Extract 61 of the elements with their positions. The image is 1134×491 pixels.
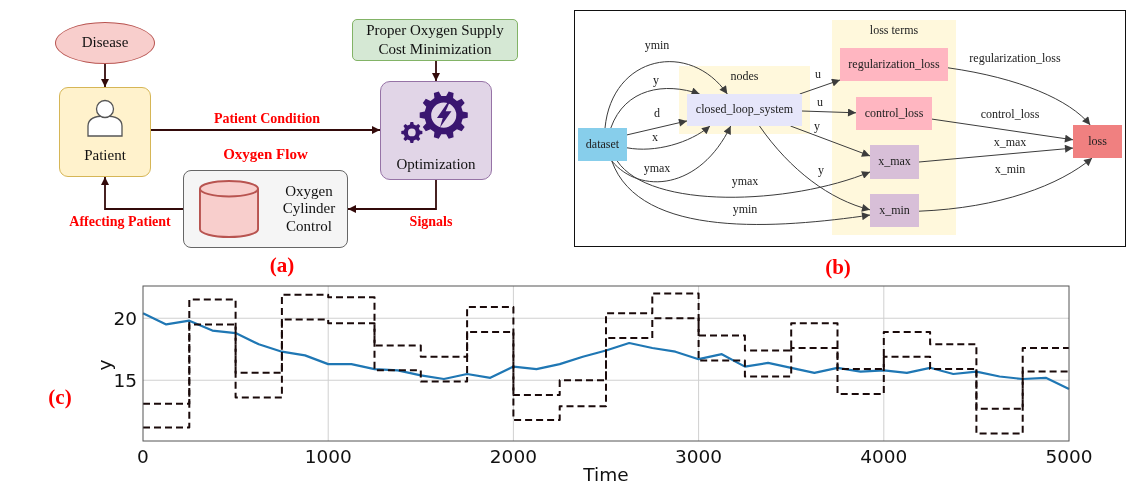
node-label: Oxygen Cylinder Control bbox=[281, 183, 337, 235]
panel-label: (a) bbox=[269, 254, 295, 278]
arrow bbox=[611, 160, 871, 225]
tick-label: 15 bbox=[113, 369, 137, 391]
tick-label: 3000 bbox=[675, 446, 723, 467]
arrow bbox=[611, 125, 732, 183]
arrow bbox=[790, 125, 871, 157]
edge-label: control_loss bbox=[978, 108, 1042, 122]
process-box: loss bbox=[1073, 125, 1122, 158]
tick-label: 0 bbox=[137, 446, 149, 467]
process-box: regularization_loss bbox=[840, 48, 948, 81]
cluster-title: loss terms bbox=[869, 24, 919, 38]
node-label: Optimization bbox=[396, 155, 476, 174]
edge-label: ymin bbox=[642, 39, 672, 53]
tick-label: 20 bbox=[113, 307, 137, 329]
edge-label: Signals bbox=[407, 214, 455, 230]
axis-title: y bbox=[94, 359, 115, 371]
edge-label: ymin bbox=[730, 203, 760, 217]
arrow bbox=[150, 126, 381, 134]
arrow bbox=[616, 160, 871, 198]
heading: Oxygen Flow bbox=[223, 146, 308, 164]
arrow bbox=[799, 78, 841, 95]
arrow bbox=[610, 87, 701, 129]
arrow bbox=[947, 67, 1091, 126]
cluster-title: nodes bbox=[730, 70, 759, 84]
panel-label: (b) bbox=[825, 256, 851, 280]
arrow bbox=[432, 60, 440, 82]
tick-label: 4000 bbox=[860, 446, 908, 467]
arrow bbox=[626, 125, 711, 150]
node-label: Patient bbox=[84, 147, 126, 165]
arrow bbox=[101, 176, 184, 210]
process-box bbox=[59, 87, 151, 177]
arrow bbox=[101, 63, 109, 88]
axis-title: Time bbox=[583, 464, 629, 485]
process-box: x_min bbox=[870, 194, 919, 227]
arrow bbox=[918, 144, 1074, 163]
cluster-box bbox=[832, 20, 956, 235]
process-box: x_max bbox=[870, 145, 919, 179]
process-box bbox=[380, 81, 492, 180]
cluster-box bbox=[679, 66, 810, 134]
arrow bbox=[918, 157, 1093, 212]
edge-label: Affecting Patient bbox=[67, 214, 173, 230]
node-label: Proper Oxygen Supply bbox=[366, 21, 504, 39]
arrow bbox=[604, 61, 728, 129]
ellipse-node: Disease bbox=[55, 22, 155, 64]
arrow bbox=[931, 118, 1074, 143]
panel-label: (c) bbox=[48, 386, 72, 410]
edge-label: regularization_loss bbox=[967, 52, 1063, 66]
process-box: closed_loop_system bbox=[687, 94, 802, 126]
tick-label: 5000 bbox=[1045, 446, 1093, 467]
node-label: Cost Minimization bbox=[378, 41, 492, 59]
tick-label: 2000 bbox=[489, 446, 537, 467]
process-box bbox=[352, 19, 518, 61]
process-box: control_loss bbox=[856, 97, 932, 130]
arrow bbox=[626, 118, 688, 136]
edge-label: x_min bbox=[992, 163, 1028, 177]
tick-label: 1000 bbox=[304, 446, 352, 467]
process-box: dataset bbox=[578, 128, 627, 161]
arrow bbox=[759, 125, 871, 212]
arrow bbox=[347, 179, 437, 213]
arrow bbox=[801, 108, 857, 117]
